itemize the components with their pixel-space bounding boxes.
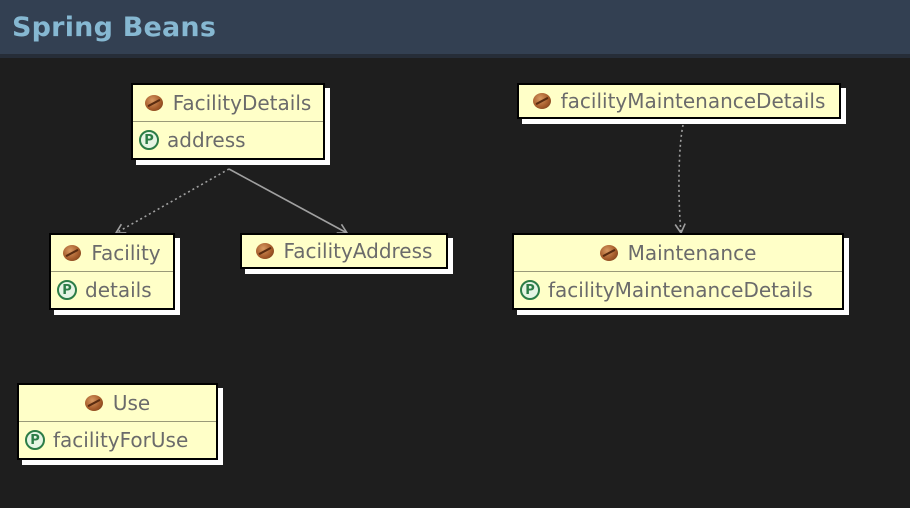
panel-header: Spring Beans [0, 0, 910, 58]
bean-name: Maintenance [627, 241, 757, 265]
bean-property[interactable]: P facilityForUse [19, 421, 216, 458]
bean-header: Maintenance [514, 235, 842, 271]
property-name: details [85, 278, 152, 302]
bean-use[interactable]: Use P facilityForUse [17, 383, 218, 460]
panel-title: Spring Beans [12, 12, 217, 43]
bean-header: Facility [51, 235, 173, 271]
property-p-icon: P [57, 280, 77, 300]
bean-property[interactable]: P details [51, 271, 173, 308]
property-name: facilityMaintenanceDetails [548, 278, 813, 302]
coffee-bean-icon [63, 245, 82, 261]
bean-name: Facility [91, 241, 161, 265]
bean-facility[interactable]: Facility P details [49, 233, 175, 310]
coffee-bean-icon [144, 95, 163, 111]
bean-name: facilityMaintenanceDetails [560, 89, 826, 113]
edge-facilitymaintenancedetails-maintenance[interactable] [674, 124, 686, 235]
property-p-icon: P [139, 130, 159, 150]
bean-header: facilityMaintenanceDetails [519, 85, 839, 117]
property-p-icon: P [25, 430, 45, 450]
bean-property[interactable]: P facilityMaintenanceDetails [514, 271, 842, 308]
bean-property[interactable]: P address [133, 121, 323, 158]
bean-maintenance[interactable]: Maintenance P facilityMaintenanceDetails [512, 233, 844, 310]
coffee-bean-icon [599, 245, 618, 261]
bean-name: Use [112, 391, 151, 415]
bean-header: FacilityDetails [133, 85, 323, 121]
bean-name: FacilityDetails [172, 91, 312, 115]
bean-facility-maintenance-details[interactable]: facilityMaintenanceDetails [517, 83, 841, 119]
bean-facility-details[interactable]: FacilityDetails P address [131, 83, 325, 160]
bean-header: Use [19, 385, 216, 421]
bean-header: FacilityAddress [242, 235, 446, 267]
property-name: address [167, 128, 246, 152]
coffee-bean-icon [532, 93, 551, 109]
coffee-bean-icon [255, 243, 274, 259]
bean-facility-address[interactable]: FacilityAddress [240, 233, 448, 269]
edge-facilitydetails-facilityaddress[interactable] [228, 168, 349, 234]
property-name: facilityForUse [53, 428, 189, 452]
edge-facilitydetails-facility[interactable] [114, 168, 230, 234]
coffee-bean-icon [84, 395, 103, 411]
property-p-icon: P [520, 280, 540, 300]
bean-name: FacilityAddress [283, 239, 433, 263]
